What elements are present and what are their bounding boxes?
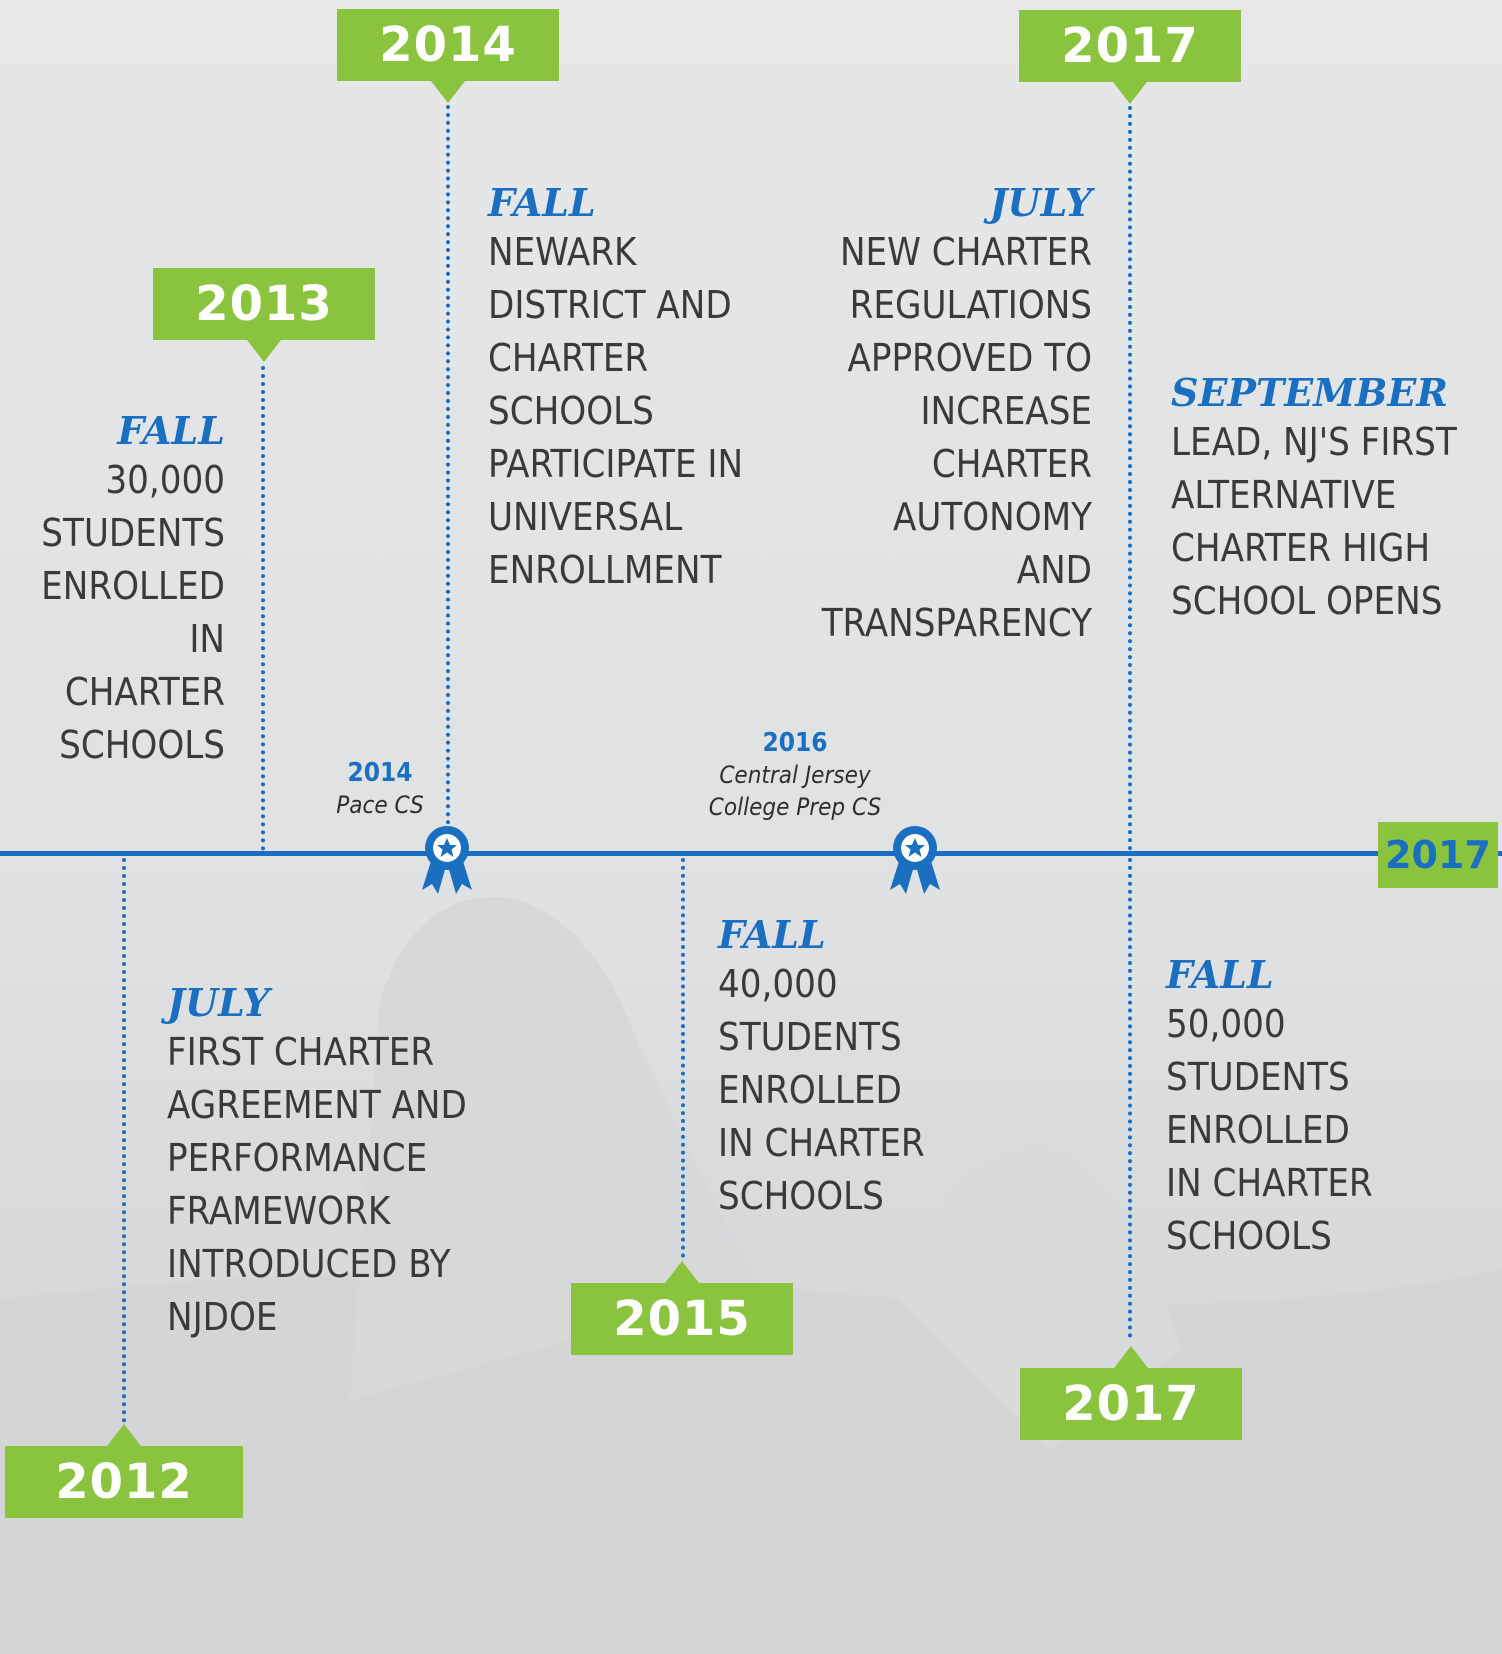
award-year: 2014 xyxy=(347,758,413,788)
event-season: Fall xyxy=(117,408,225,453)
event-2014-fall: Fall Newark District and charter schools… xyxy=(488,180,798,597)
event-season: September xyxy=(1171,370,1448,415)
year-box-2012: 2012 xyxy=(5,1424,243,1518)
event-text: Newark District and charter schools part… xyxy=(488,230,744,592)
connector-2015 xyxy=(681,858,685,1258)
award-name-line1: Central Jersey xyxy=(719,761,871,789)
connector-2014 xyxy=(446,105,450,833)
event-2013-fall: Fall 30,000 students enrolled in charter… xyxy=(20,408,225,772)
event-season: July xyxy=(989,180,1092,225)
award-2014-label: 2014 Pace CS xyxy=(320,757,440,821)
event-2012-july: July First charter agreement and perform… xyxy=(167,980,467,1344)
event-2017-september: September LEAD, NJ's first alternative c… xyxy=(1171,370,1471,628)
event-text: 30,000 students enrolled in charter scho… xyxy=(41,458,225,767)
connector-2013 xyxy=(261,366,265,851)
year-box-2014: 2014 xyxy=(337,9,559,103)
event-text: First charter agreement and performance … xyxy=(167,1030,467,1339)
award-2016-label: 2016 Central Jersey College Prep CS xyxy=(700,727,890,823)
event-season: Fall xyxy=(1166,952,1274,997)
event-2017-july: July New charter regulations approved to… xyxy=(820,180,1092,650)
event-text: 40,000 students enrolled in charter scho… xyxy=(718,962,925,1218)
event-2017-fall: Fall 50,000 students enrolled in charter… xyxy=(1166,952,1386,1263)
timeline-axis xyxy=(0,851,1502,856)
event-season: July xyxy=(167,980,270,1025)
award-ribbon-icon xyxy=(422,826,472,894)
event-text: LEAD, NJ's first alternative charter hig… xyxy=(1171,420,1457,623)
connector-2017-bottom xyxy=(1128,858,1132,1338)
event-text: 50,000 students enrolled in charter scho… xyxy=(1166,1002,1373,1258)
connector-2012 xyxy=(122,858,126,1423)
event-season: Fall xyxy=(718,912,826,957)
year-box-2017-top: 2017 xyxy=(1019,10,1241,104)
year-box-2015: 2015 xyxy=(571,1261,793,1355)
event-text: New charter regulations approved to incr… xyxy=(821,230,1092,645)
connector-2017-top xyxy=(1128,106,1132,851)
award-year: 2016 xyxy=(762,728,828,758)
award-name: Pace CS xyxy=(336,791,424,819)
award-name-line2: College Prep CS xyxy=(708,793,882,821)
event-season: Fall xyxy=(488,180,596,225)
award-ribbon-icon xyxy=(890,826,940,894)
timeline-end-2017: 2017 xyxy=(1378,822,1498,888)
year-box-2013: 2013 xyxy=(153,268,375,362)
event-2015-fall: Fall 40,000 students enrolled in charter… xyxy=(718,912,938,1223)
year-box-2017-bottom: 2017 xyxy=(1020,1346,1242,1440)
